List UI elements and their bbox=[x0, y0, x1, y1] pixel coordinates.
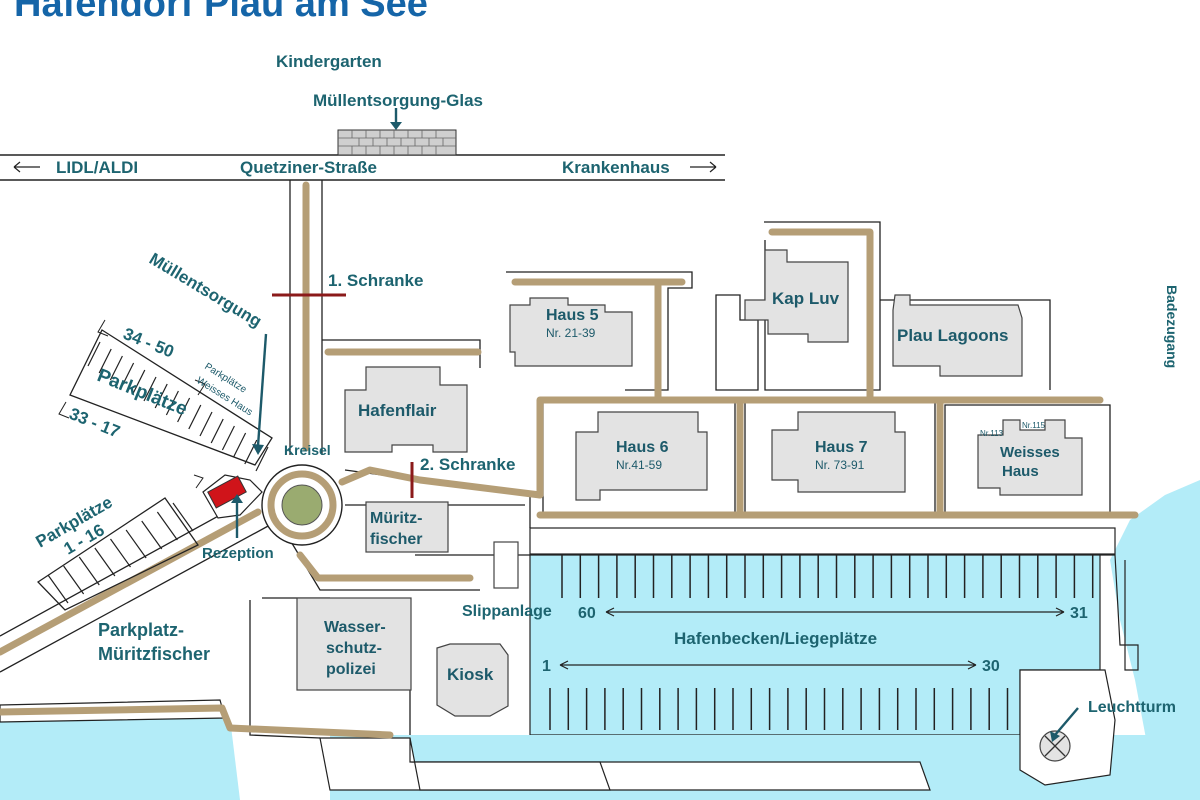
stall-line bbox=[87, 341, 101, 367]
label-parking-mf-2: Müritzfischer bbox=[98, 644, 210, 664]
label-wsp-1: Wasser- bbox=[324, 619, 386, 636]
label-wsp-2: schutz- bbox=[326, 640, 382, 657]
stall-line bbox=[78, 556, 100, 586]
kiosk-building bbox=[436, 643, 509, 717]
label-parking-34-50: 34 - 50 bbox=[121, 324, 177, 361]
road-outlines bbox=[0, 180, 531, 739]
label-barrier-1: 1. Schranke bbox=[328, 271, 423, 290]
barriers bbox=[272, 293, 414, 498]
label-barrier-2: 2. Schranke bbox=[420, 455, 515, 474]
label-beach: Badezugang bbox=[1164, 285, 1180, 368]
label-street: Quetziner-Straße bbox=[240, 158, 377, 177]
label-parking-mf-1: Parkplatz- bbox=[98, 620, 184, 640]
stall-line bbox=[125, 529, 147, 559]
stall-line bbox=[98, 348, 112, 374]
slipway-shed bbox=[493, 541, 519, 589]
berths-lower bbox=[549, 688, 1009, 730]
label-roundabout: Kreisel bbox=[284, 442, 331, 458]
label-nr115: Nr.115 bbox=[1022, 421, 1046, 430]
label-weisses-1: Weisses bbox=[1000, 444, 1060, 461]
footpaths bbox=[0, 181, 1139, 739]
plau-lagoons-building bbox=[892, 294, 1023, 377]
stall-line bbox=[244, 439, 258, 465]
stall-line bbox=[199, 411, 213, 437]
stall-line bbox=[154, 383, 168, 409]
label-nr113: Nr.113 bbox=[980, 429, 1004, 438]
hafenflair-building bbox=[344, 366, 468, 453]
label-kindergarten: Kindergarten bbox=[276, 52, 382, 71]
reception-booth bbox=[202, 474, 263, 519]
arrows bbox=[231, 108, 1079, 742]
label-disposal: Müllentsorgung bbox=[146, 249, 265, 331]
haus7-building bbox=[771, 411, 906, 493]
pier-top bbox=[529, 527, 1116, 555]
stall-line bbox=[141, 520, 163, 550]
stall-line bbox=[255, 446, 269, 472]
label-lighthouse: Leuchtturm bbox=[1088, 699, 1176, 716]
haus6-building bbox=[575, 411, 708, 501]
lake-water bbox=[0, 718, 240, 800]
label-haus6-nr: Nr.41-59 bbox=[616, 458, 662, 472]
stall-line bbox=[109, 355, 123, 381]
weisses-haus-building bbox=[977, 419, 1083, 496]
label-haus6: Haus 6 bbox=[616, 439, 669, 456]
stall-line bbox=[156, 511, 178, 541]
label-kap-luv: Kap Luv bbox=[772, 289, 840, 308]
label-berth-1: 1 bbox=[542, 658, 551, 675]
label-haus7-nr: Nr. 73-91 bbox=[815, 458, 865, 472]
label-hafenflair: Hafenflair bbox=[358, 401, 437, 420]
stall-line bbox=[188, 404, 202, 430]
stall-line bbox=[210, 418, 224, 444]
stall-line bbox=[121, 362, 135, 388]
stall-line bbox=[47, 574, 69, 604]
kap-luv-building bbox=[744, 249, 849, 343]
buildings bbox=[296, 249, 1083, 717]
label-berth-30: 30 bbox=[982, 658, 1000, 675]
berths-upper bbox=[561, 555, 1094, 598]
wsp-building bbox=[296, 597, 412, 691]
parking-brackets bbox=[58, 319, 206, 489]
map-title: Hafendorf Plau am See bbox=[14, 0, 428, 25]
label-plau-lagoons: Plau Lagoons bbox=[897, 326, 1008, 345]
label-berth-31: 31 bbox=[1070, 605, 1088, 622]
label-parking-word: Parkplätze bbox=[94, 365, 190, 420]
label-harbor: Hafenbecken/Liegeplätze bbox=[674, 629, 877, 648]
stall-line bbox=[177, 397, 191, 423]
label-haus5-nr: Nr. 21-39 bbox=[546, 326, 596, 340]
stall-line bbox=[143, 376, 157, 402]
label-slipway: Slippanlage bbox=[462, 603, 552, 620]
label-parking-33-17: 33 - 17 bbox=[67, 404, 123, 441]
label-mueritz-1: Müritz- bbox=[370, 510, 422, 527]
mueritzfischer-building bbox=[365, 501, 449, 553]
parking-1-16 bbox=[36, 497, 199, 611]
direction-arrows bbox=[13, 161, 1065, 670]
lighthouse bbox=[1039, 730, 1071, 762]
stall-line bbox=[172, 502, 194, 532]
stall-line bbox=[110, 538, 131, 568]
roundabout bbox=[261, 464, 343, 546]
stall-line bbox=[94, 547, 116, 577]
label-reception: Rezeption bbox=[202, 545, 274, 562]
lake-water-east bbox=[1110, 480, 1200, 800]
label-mueritz-2: fischer bbox=[370, 531, 422, 548]
stall-line bbox=[221, 425, 235, 451]
label-wsp-3: polizei bbox=[326, 661, 376, 678]
stall-line bbox=[63, 565, 85, 595]
stall-line bbox=[165, 390, 179, 416]
haus5-building bbox=[509, 297, 633, 367]
label-haus7: Haus 7 bbox=[815, 439, 868, 456]
label-kiosk: Kiosk bbox=[447, 665, 494, 684]
label-berth-60: 60 bbox=[578, 605, 596, 622]
glass-disposal-wall bbox=[337, 129, 457, 156]
label-haus5: Haus 5 bbox=[546, 307, 599, 324]
label-lidl: LIDL/ALDI bbox=[56, 158, 138, 177]
label-weisses-2: Haus bbox=[1002, 463, 1039, 480]
stall-line bbox=[132, 369, 146, 395]
parking-34-50 bbox=[69, 329, 273, 472]
label-hospital: Krankenhaus bbox=[562, 158, 670, 177]
label-glass-disposal: Müllentsorgung-Glas bbox=[313, 91, 483, 110]
stall-line bbox=[233, 432, 247, 458]
